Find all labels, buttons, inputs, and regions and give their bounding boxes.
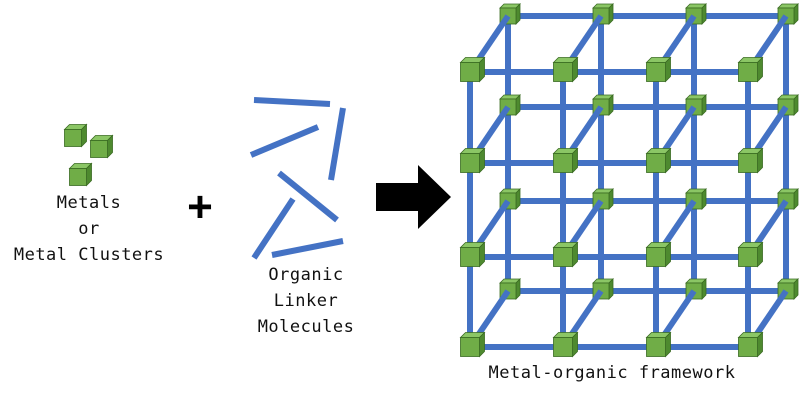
linker-label-line-2: Linker [273, 291, 339, 311]
lattice-node [552, 56, 579, 83]
metals-label-line-2: or [78, 219, 100, 239]
linker-stick [253, 97, 331, 107]
lattice-node [552, 147, 579, 174]
lattice-node [737, 241, 764, 268]
metals-label-line-3: Metal Clusters [13, 245, 165, 265]
lattice-node [459, 147, 486, 174]
lattice-node [645, 331, 672, 358]
right-arrow [376, 165, 451, 229]
lattice-node [737, 147, 764, 174]
linker-stick [277, 170, 339, 223]
metals-label: Metals or Metal Clusters [0, 190, 178, 268]
linker-stick [249, 124, 320, 158]
metal-cube [89, 134, 114, 159]
lattice-node [737, 56, 764, 83]
linker-stick [271, 238, 344, 258]
lattice-node [459, 241, 486, 268]
lattice-node [552, 241, 579, 268]
linker-label: Organic Linker Molecules [238, 262, 374, 340]
lattice-node [737, 331, 764, 358]
framework-label: Metal-organic framework [488, 363, 736, 383]
linker-label-line-1: Organic [268, 265, 344, 285]
lattice-node [459, 331, 486, 358]
metal-organic-framework-lattice [459, 3, 799, 358]
metal-cube [63, 123, 88, 148]
lattice-node [645, 241, 672, 268]
metal-cube [68, 162, 93, 187]
organic-linker-sticks [249, 97, 346, 260]
linker-label-line-3: Molecules [257, 317, 355, 337]
linker-stick [251, 197, 296, 260]
lattice-node [552, 331, 579, 358]
lattice-node [645, 147, 672, 174]
metal-cluster-cubes [63, 123, 114, 187]
lattice-node [645, 56, 672, 83]
plus-sign: + [187, 183, 213, 232]
lattice-node [459, 56, 486, 83]
linker-stick [328, 107, 346, 181]
metals-label-line-1: Metals [56, 193, 122, 213]
